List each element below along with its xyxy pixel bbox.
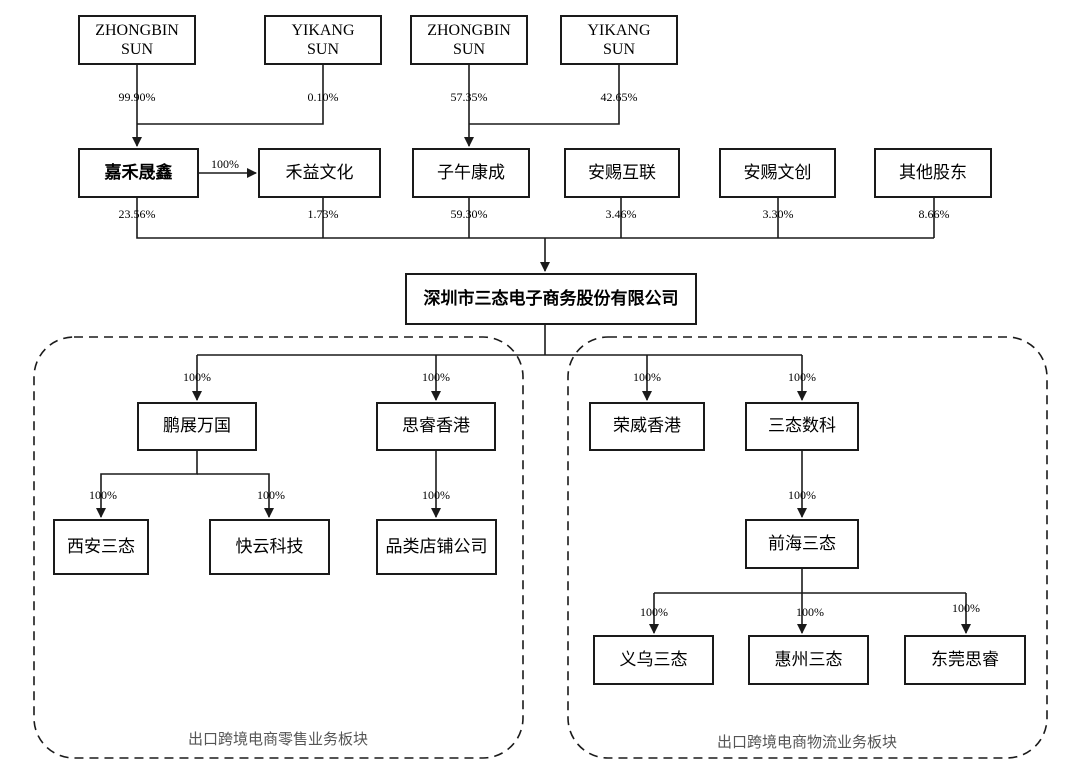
line-row2-bus [136,198,934,239]
entity-jiahe-shengxin: 嘉禾晟鑫 [78,148,199,198]
pct-qh-dongguan: 100% [952,601,980,615]
pct-jiahe-heyi: 100% [211,157,239,171]
pct-co-shuke: 100% [788,370,816,384]
pct-co-rongwei: 100% [633,370,661,384]
pct-ziwu-company: 59.30% [450,207,488,221]
entity-category-store-company: 品类店铺公司 [376,519,497,575]
shareholder-yikang-sun-2: YIKANG SUN [560,15,678,65]
shareholder-zhongbin-sun-2: ZHONGBIN SUN [410,15,528,65]
shareholder-yikang-sun-1: YIKANG SUN [264,15,382,65]
pct-others-company: 8.66% [918,207,950,221]
pct-qh-yiwu: 100% [640,605,668,619]
retail-segment-label: 出口跨境电商零售业务板块 [187,730,369,748]
pct-co-siruixg: 100% [422,370,450,384]
entity-yiwu-santai: 义乌三态 [593,635,714,685]
pct-sr-pinlei: 100% [422,488,450,502]
line-yk1-jiahe [137,64,324,125]
entity-company: 深圳市三态电子商务股份有限公司 [405,273,697,325]
pct-jiahe-company: 23.56% [118,207,156,221]
entity-huizhou-santai: 惠州三态 [748,635,869,685]
entity-sirui-hongkong: 思睿香港 [376,402,496,451]
pct-pz-kuaiyun: 100% [257,488,285,502]
pct-yk1-jiahe: 0.10% [307,90,339,104]
entity-anci-wenchuang: 安赐文创 [719,148,836,198]
entity-anci-hulian: 安赐互联 [564,148,680,198]
line-yk2-ziwu [469,64,620,125]
entity-dongguan-sirui: 东莞思睿 [904,635,1026,685]
entity-qianhai-santai: 前海三态 [745,519,859,569]
pct-wenchuang-company: 3.30% [762,207,794,221]
shareholder-zhongbin-sun-1: ZHONGBIN SUN [78,15,196,65]
retail-segment-outline [33,336,524,759]
entity-santai-shuke: 三态数科 [745,402,859,451]
pct-qh-huizhou: 100% [796,605,824,619]
pct-heyi-company: 1.73% [307,207,339,221]
pct-zb1-jiahe: 99.90% [118,90,156,104]
entity-pengzhan-wanguo: 鹏展万国 [137,402,257,451]
entity-heyi-wenhua: 禾益文化 [258,148,381,198]
entity-ziwu-kangcheng: 子午康成 [412,148,530,198]
pct-zb2-ziwu: 57.35% [450,90,488,104]
logistics-segment-outline [567,336,1048,759]
entity-xian-santai: 西安三态 [53,519,149,575]
pct-shuke-qianhai: 100% [788,488,816,502]
pct-hulian-company: 3.46% [605,207,637,221]
pct-co-pengzhan: 100% [183,370,211,384]
pct-yk2-ziwu: 42.65% [600,90,638,104]
entity-kuaiyun-tech: 快云科技 [209,519,330,575]
pct-pz-xian: 100% [89,488,117,502]
entity-rongwei-hongkong: 荣威香港 [589,402,705,451]
entity-other-shareholders: 其他股东 [874,148,992,198]
logistics-segment-label: 出口跨境电商物流业务板块 [716,733,898,751]
